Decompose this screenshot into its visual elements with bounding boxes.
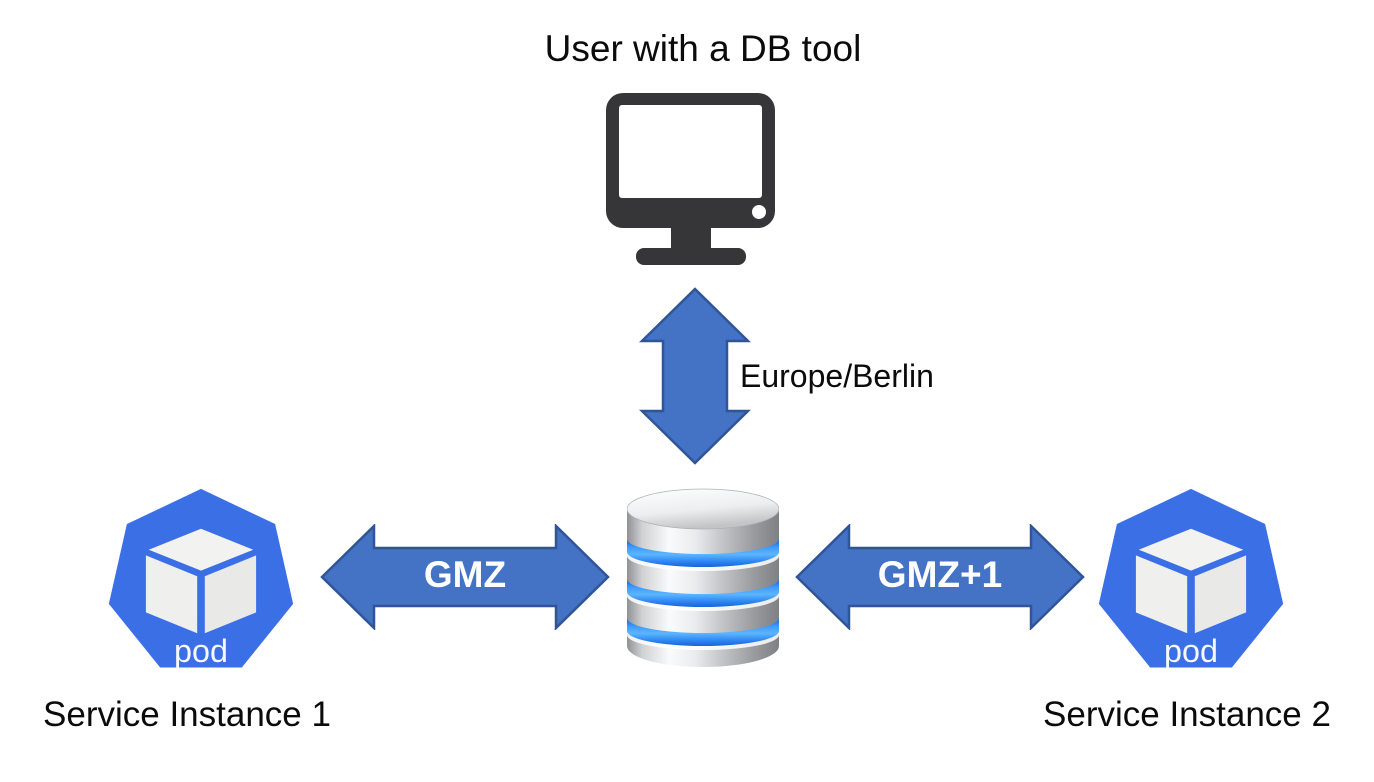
database-stripe-3 — [627, 618, 779, 646]
service-instance-2-label: Service Instance 2 — [1043, 695, 1331, 734]
cube-top-face — [148, 528, 254, 571]
cube-top-face — [1138, 528, 1244, 571]
database-glow-3 — [627, 629, 779, 650]
timezone-label-user-db: Europe/Berlin — [740, 358, 934, 394]
database-stripe-1 — [627, 539, 779, 567]
database-stripe-2 — [627, 579, 779, 607]
monitor-power-led — [752, 205, 766, 219]
monitor-icon-svg — [606, 93, 775, 265]
double-arrow-left-shape — [320, 524, 610, 630]
database-icon — [627, 488, 779, 669]
timezone-label-pod1: GMZ — [423, 554, 507, 595]
double-arrow-vertical-svg — [639, 287, 751, 465]
double-arrow-vertical — [639, 287, 751, 465]
pod-heptagon — [1098, 488, 1284, 668]
monitor-screen — [619, 105, 762, 198]
database-glow-2 — [627, 590, 779, 611]
monitor-neck — [671, 228, 711, 248]
monitor-icon — [603, 90, 778, 268]
pod-icon-right-svg: pod — [1098, 488, 1284, 669]
timezone-label-pod2: GMZ+1 — [877, 554, 1003, 595]
database-glow-1 — [627, 550, 779, 571]
database-icon-svg — [627, 488, 779, 667]
double-arrow-left-svg — [320, 524, 610, 630]
pod-badge-label: pod — [174, 633, 228, 669]
service-instance-1-label: Service Instance 1 — [43, 695, 331, 734]
pod-icon-right: pod — [1096, 487, 1286, 677]
pod-badge-label: pod — [1164, 633, 1218, 669]
double-arrow-right-shape — [795, 524, 1085, 630]
diagram-title: User with a DB tool — [544, 28, 862, 69]
cube-right-face — [1194, 555, 1247, 634]
cube-left-face — [145, 555, 198, 634]
monitor-base — [636, 248, 746, 265]
pod-icon-left-svg: pod — [108, 488, 294, 669]
database-body — [627, 509, 779, 667]
double-arrow-pod1-db: GMZ — [320, 524, 610, 630]
pod-icon-left: pod — [106, 487, 296, 677]
double-arrow-db-pod2: GMZ+1 — [795, 524, 1085, 630]
pod-heptagon — [108, 488, 294, 668]
database-top-cap — [627, 488, 779, 530]
double-arrow-right-svg — [795, 524, 1085, 630]
double-arrow-vertical-shape — [639, 287, 751, 465]
cube-right-face — [204, 555, 257, 634]
cube-left-face — [1135, 555, 1188, 634]
